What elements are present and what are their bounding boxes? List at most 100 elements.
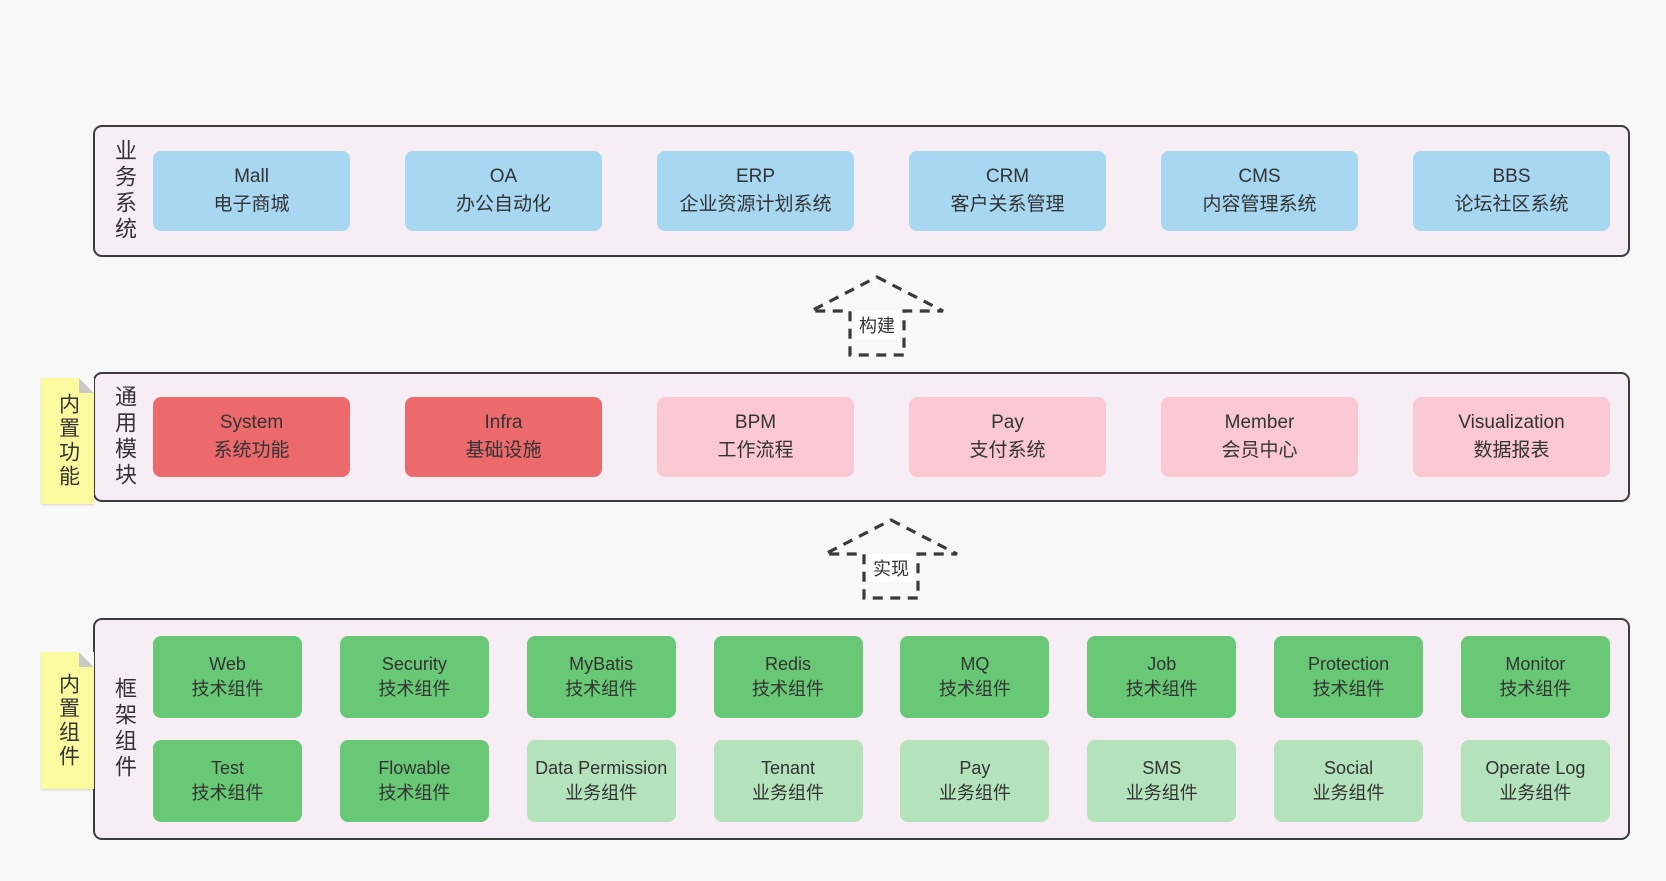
box-infra: Infra 基础设施 xyxy=(405,397,602,477)
business-systems-row: Mall 电子商城 OA 办公自动化 ERP 企业资源计划系统 CRM 客户关系管理 CMS 内容… xyxy=(153,127,1628,255)
box-subtitle: 办公自动化 xyxy=(455,194,551,215)
box-mall: Mall 电子商城 xyxy=(153,151,350,231)
arrow-implement: 实现 xyxy=(821,517,961,601)
box-title: System xyxy=(219,411,284,433)
box-title: Data Permission xyxy=(535,758,668,779)
box-title: Member xyxy=(1224,411,1295,433)
box-tenant: Tenant 业务组件 xyxy=(713,740,863,822)
arrow-build: 构建 xyxy=(807,274,947,358)
band-business-systems: 业务系统 Mall 电子商城 OA 办公自动化 ERP 企业资源计划系统 CRM 客户关系管理… xyxy=(93,125,1630,257)
box-subtitle: 论坛社区系统 xyxy=(1454,194,1569,215)
box-subtitle: 系统功能 xyxy=(213,440,290,461)
box-subtitle: 技术组件 xyxy=(378,679,451,699)
box-subtitle: 工作流程 xyxy=(717,440,794,461)
box-title: MyBatis xyxy=(569,654,634,675)
box-title: Job xyxy=(1147,654,1177,675)
box-title: BBS xyxy=(1492,165,1531,187)
box-subtitle: 业务组件 xyxy=(565,783,638,803)
box-subtitle: 支付系统 xyxy=(969,440,1046,461)
box-subtitle: 技术组件 xyxy=(938,679,1011,699)
sticky-note-text: 内置组件 xyxy=(56,672,80,769)
box-subtitle: 技术组件 xyxy=(752,679,825,699)
box-pay: Pay 支付系统 xyxy=(909,397,1106,477)
box-subtitle: 技术组件 xyxy=(1499,679,1572,699)
box-data-permission: Data Permission 业务组件 xyxy=(526,740,676,822)
box-subtitle: 内容管理系统 xyxy=(1202,194,1317,215)
box-title: Social xyxy=(1324,758,1374,779)
box-title: Tenant xyxy=(761,758,816,779)
box-crm: CRM 客户关系管理 xyxy=(909,151,1106,231)
box-subtitle: 技术组件 xyxy=(565,679,638,699)
box-bbs: BBS 论坛社区系统 xyxy=(1413,151,1610,231)
arrow-build-label: 构建 xyxy=(855,311,899,339)
box-subtitle: 企业资源计划系统 xyxy=(679,194,832,215)
box-operate-log: Operate Log 业务组件 xyxy=(1460,740,1610,822)
box-mybatis: MyBatis 技术组件 xyxy=(526,636,676,718)
box-title: CMS xyxy=(1238,165,1281,187)
box-subtitle: 技术组件 xyxy=(191,679,264,699)
box-erp: ERP 企业资源计划系统 xyxy=(657,151,854,231)
box-subtitle: 会员中心 xyxy=(1221,440,1298,461)
box-subtitle: 技术组件 xyxy=(1125,679,1198,699)
sticky-note-built-in-components: 内置组件 xyxy=(41,652,94,789)
band-label-business-systems: 业务系统 xyxy=(95,127,153,255)
dashed-up-arrow-icon xyxy=(824,518,958,600)
box-title: Operate Log xyxy=(1485,758,1586,779)
box-subtitle: 客户关系管理 xyxy=(950,194,1065,215)
box-security: Security 技术组件 xyxy=(339,636,489,718)
band-label-text: 通用模块 xyxy=(112,385,137,489)
box-title: Pay xyxy=(991,411,1024,433)
box-title: MQ xyxy=(960,654,990,675)
box-mq: MQ 技术组件 xyxy=(900,636,1050,718)
box-title: Redis xyxy=(765,654,812,675)
box-subtitle: 业务组件 xyxy=(752,783,825,803)
box-flowable: Flowable 技术组件 xyxy=(339,740,489,822)
box-title: OA xyxy=(489,165,518,187)
sticky-note-built-in-features: 内置功能 xyxy=(41,378,94,504)
box-title: CRM xyxy=(985,165,1030,187)
box-title: Monitor xyxy=(1505,654,1566,675)
box-subtitle: 技术组件 xyxy=(1312,679,1385,699)
box-oa: OA 办公自动化 xyxy=(405,151,602,231)
box-title: Test xyxy=(210,758,244,779)
box-redis: Redis 技术组件 xyxy=(713,636,863,718)
band-label-framework-components: 框架组件 xyxy=(95,620,153,838)
band-label-text: 业务系统 xyxy=(112,139,137,243)
box-subtitle: 技术组件 xyxy=(378,783,451,803)
band-label-text: 框架组件 xyxy=(112,677,137,781)
box-title: Mall xyxy=(234,165,269,187)
box-subtitle: 业务组件 xyxy=(938,783,1011,803)
box-title: Security xyxy=(381,654,447,675)
box-title: Flowable xyxy=(378,758,451,779)
box-title: Infra xyxy=(484,411,523,433)
box-subtitle: 技术组件 xyxy=(191,783,264,803)
box-test: Test 技术组件 xyxy=(153,740,302,822)
box-title: Visualization xyxy=(1458,411,1565,433)
box-title: SMS xyxy=(1142,758,1182,779)
box-web: Web 技术组件 xyxy=(153,636,302,718)
box-subtitle: 基础设施 xyxy=(465,440,542,461)
arrow-implement-label: 实现 xyxy=(869,554,913,582)
box-job: Job 技术组件 xyxy=(1087,636,1237,718)
box-subtitle: 业务组件 xyxy=(1125,783,1198,803)
box-title: Web xyxy=(209,654,246,675)
box-title: ERP xyxy=(735,165,776,187)
dashed-up-arrow-icon xyxy=(810,275,944,357)
box-cms: CMS 内容管理系统 xyxy=(1161,151,1358,231)
box-subtitle: 业务组件 xyxy=(1499,783,1572,803)
box-subtitle: 电子商城 xyxy=(213,194,290,215)
box-sms: SMS 业务组件 xyxy=(1087,740,1237,822)
box-member: Member 会员中心 xyxy=(1161,397,1358,477)
band-label-common-modules: 通用模块 xyxy=(95,374,153,500)
box-system: System 系统功能 xyxy=(153,397,350,477)
